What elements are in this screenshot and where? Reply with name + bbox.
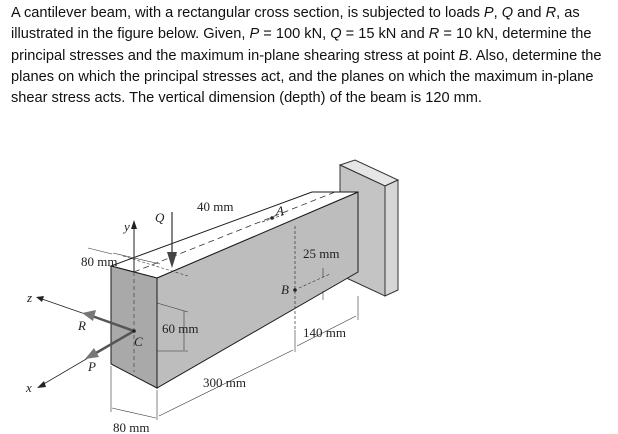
axis-y: y <box>122 219 137 272</box>
dim-c-height: 60 mm <box>156 302 198 352</box>
svg-text:40 mm: 40 mm <box>197 199 233 214</box>
load-Q-arrow: Q <box>155 210 177 268</box>
svg-text:P: P <box>87 359 96 374</box>
beam-end-face <box>110 265 158 389</box>
svg-text:Q: Q <box>155 210 165 225</box>
dim-wall-dist: 140 mm <box>294 296 359 352</box>
dim-top-width: 80 mm <box>81 247 161 269</box>
dim-q-offset: 40 mm <box>122 199 233 277</box>
svg-text:x: x <box>25 380 32 395</box>
svg-text:140 mm: 140 mm <box>303 325 346 340</box>
load-P-arrow: P <box>85 329 135 374</box>
svg-text:z: z <box>26 290 32 305</box>
svg-text:60 mm: 60 mm <box>162 321 198 336</box>
svg-text:80 mm: 80 mm <box>113 420 149 434</box>
svg-text:300 mm: 300 mm <box>203 375 246 390</box>
problem-statement: A cantilever beam, with a rectangular cr… <box>11 5 602 107</box>
svg-text:25 mm: 25 mm <box>303 246 339 261</box>
svg-text:80 mm: 80 mm <box>81 254 117 269</box>
cantilever-beam-figure: y z x R P C Q A B 80 mm <box>0 110 618 434</box>
dim-length: 300 mm <box>156 349 294 420</box>
point-B-label: B <box>281 282 289 297</box>
dim-bottom-width: 80 mm <box>110 366 157 434</box>
dim-b-offset: 25 mm <box>303 246 339 261</box>
svg-text:y: y <box>122 219 130 234</box>
svg-text:R: R <box>77 318 86 333</box>
point-A-label: A <box>275 203 284 218</box>
load-R-arrow: R <box>77 310 135 333</box>
point-C-label: C <box>134 334 143 349</box>
